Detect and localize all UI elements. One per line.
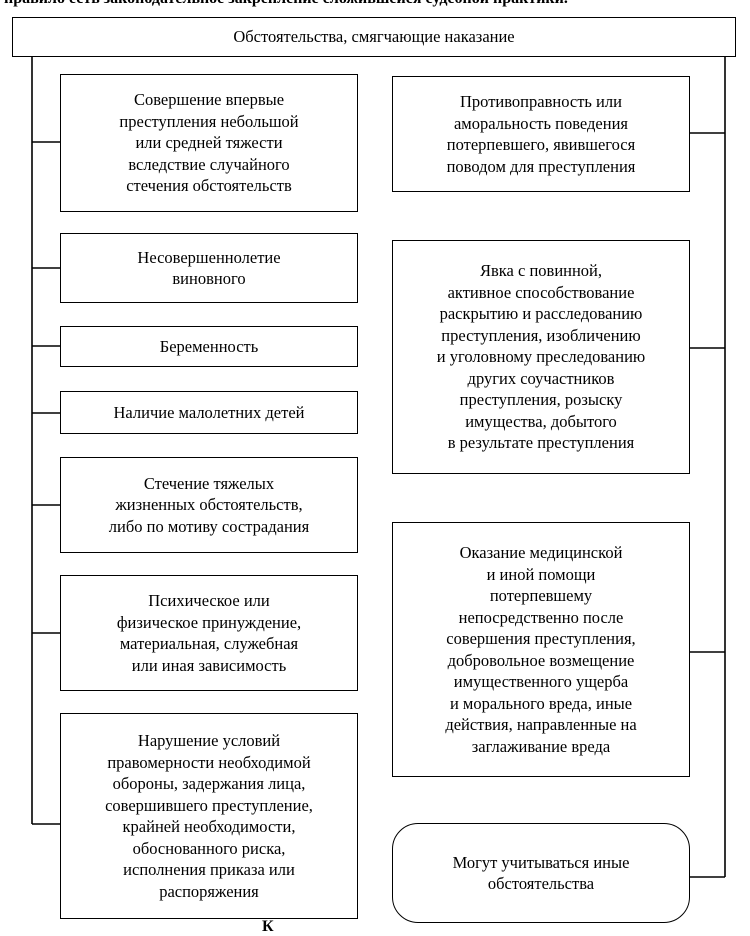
cut-off-top-text: правило есть законодательное закрепление… bbox=[4, 0, 746, 8]
cut-off-bottom-text: К bbox=[262, 918, 274, 935]
left-box-minor-age: Несовершеннолетие виновного bbox=[60, 233, 358, 303]
left-box-defense-violation: Нарушение условий правомерности необходи… bbox=[60, 713, 358, 919]
left-box-pregnancy: Беременность bbox=[60, 326, 358, 367]
right-box-confession: Явка с повинной, активное способствовани… bbox=[392, 240, 690, 474]
right-box-medical-help: Оказание медицинской и иной помощи потер… bbox=[392, 522, 690, 777]
right-box-victim-behavior: Противоправность или аморальность поведе… bbox=[392, 76, 690, 192]
left-box-first-offense: Совершение впервые преступления небольшо… bbox=[60, 74, 358, 212]
left-box-hard-circumstances: Стечение тяжелых жизненных обстоятельств… bbox=[60, 457, 358, 553]
left-box-minor-children: Наличие малолетних детей bbox=[60, 391, 358, 434]
right-box-other-circumstances: Могут учитываться иные обстоятельства bbox=[392, 823, 690, 923]
left-box-coercion: Психическое или физическое принуждение, … bbox=[60, 575, 358, 691]
diagram-header-box: Обстоятельства, смягчающие наказание bbox=[12, 17, 736, 57]
